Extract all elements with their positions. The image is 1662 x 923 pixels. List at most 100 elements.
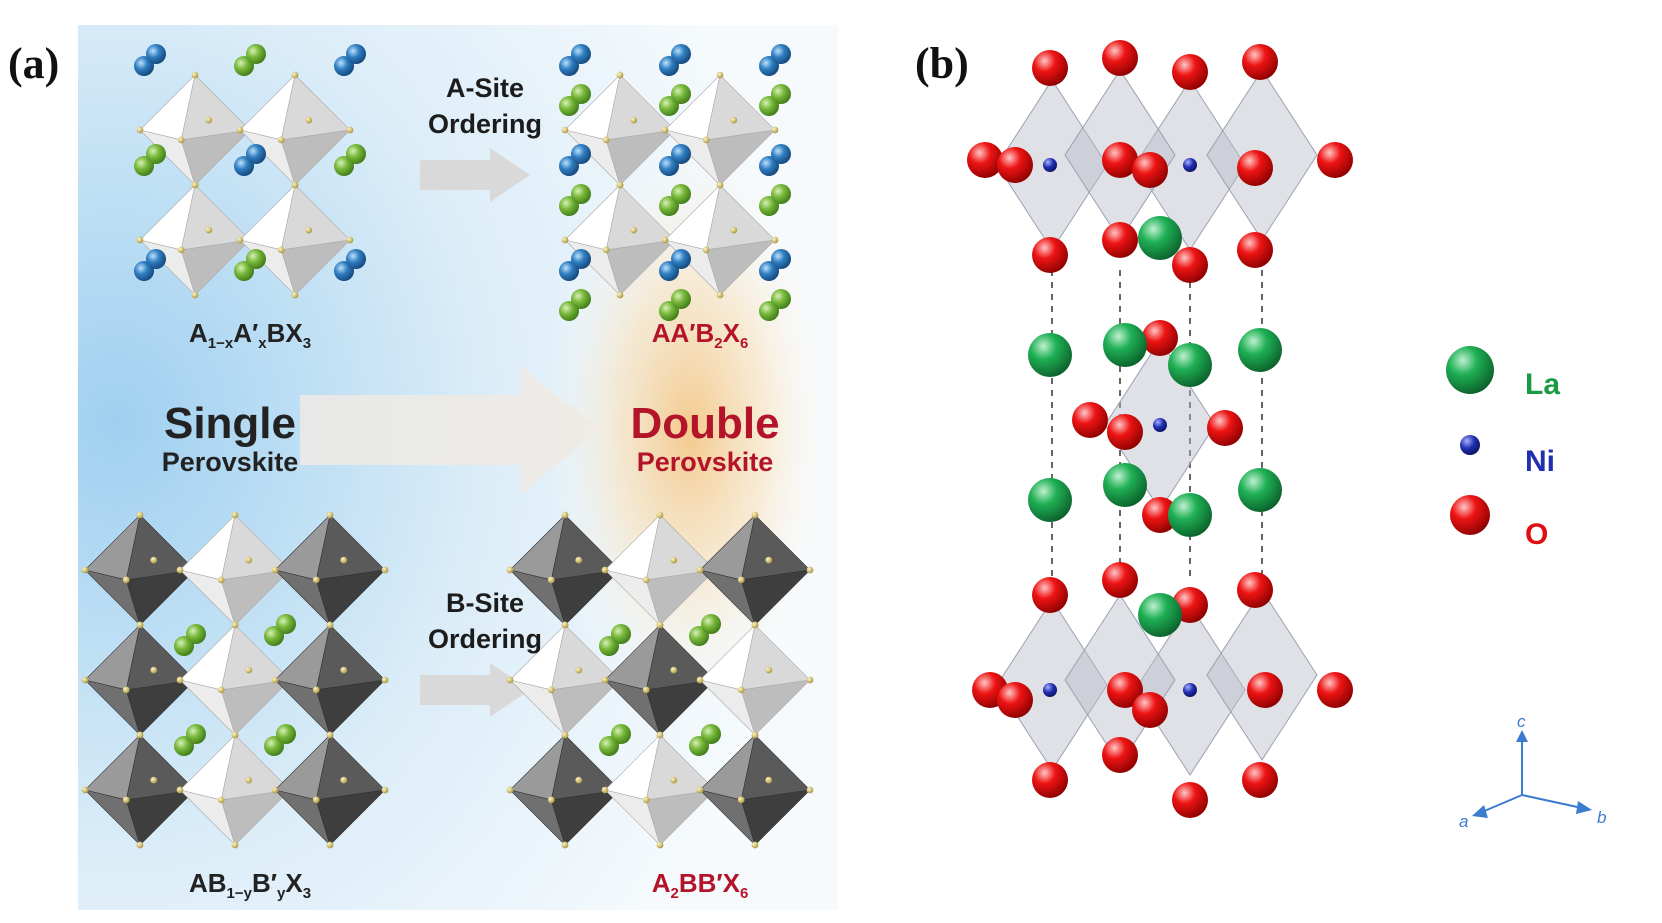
lanthanum-atom-icon [1168, 493, 1212, 537]
anion-icon [205, 226, 213, 234]
oxygen-atom-icon [1102, 222, 1138, 258]
anion-icon [751, 841, 759, 849]
anion-icon [561, 621, 569, 629]
f1-p5: 3 [302, 335, 312, 352]
oxygen-atom-icon [1132, 692, 1168, 728]
nickel-atom-icon [1183, 158, 1197, 172]
f4-p3: 6 [739, 885, 749, 902]
dark-octahedron-icon [271, 731, 389, 849]
anion-icon [661, 126, 669, 134]
anion-icon [616, 291, 624, 299]
lanthanum-atom-icon [1238, 468, 1282, 512]
a-cation-icon [276, 614, 296, 634]
lanthanum-atom-icon [1138, 216, 1182, 260]
anion-icon [601, 566, 609, 574]
oxygen-atom-icon [1032, 577, 1068, 613]
anion-icon [305, 226, 313, 234]
oxygen-atom-icon [1032, 237, 1068, 273]
oxygen-atom-icon [997, 147, 1033, 183]
dark-octahedron-icon [271, 511, 389, 629]
anion-icon [696, 566, 704, 574]
anion-icon [271, 676, 279, 684]
oxygen-atom-icon [1247, 672, 1283, 708]
a-prime-cation-icon [146, 144, 166, 164]
anion-icon [217, 576, 225, 584]
anion-icon [150, 776, 158, 784]
oxygen-atom-icon [1107, 414, 1143, 450]
a-cation-icon [571, 144, 591, 164]
f2-p2: X [722, 318, 740, 348]
light-octahedron-icon [601, 731, 719, 849]
oxygen-atom-icon [1102, 737, 1138, 773]
anion-icon [231, 841, 239, 849]
anion-icon [136, 621, 144, 629]
anion-icon [245, 556, 253, 564]
anion-icon [642, 796, 650, 804]
b-site-ordering-label: B-Site Ordering [415, 585, 555, 657]
axis-c-label: c [1517, 712, 1526, 731]
anion-icon [751, 621, 759, 629]
a-cation-icon [186, 624, 206, 644]
axis-a-label: a [1459, 812, 1469, 831]
axis-b-arrowhead [1576, 801, 1592, 814]
anion-icon [656, 841, 664, 849]
f3-p1: 1−y [226, 885, 252, 902]
a-cation-icon [571, 249, 591, 269]
single-title: Single [163, 399, 297, 448]
anion-icon [340, 776, 348, 784]
anion-icon [771, 236, 779, 244]
a-cation-icon [701, 724, 721, 744]
anion-icon [601, 676, 609, 684]
anion-icon [346, 126, 354, 134]
lanthanum-atom-icon [1103, 323, 1147, 367]
anion-icon [136, 841, 144, 849]
light-octahedron-icon [506, 621, 624, 739]
anion-icon [326, 841, 334, 849]
formula-a-site-ordered: AA′B2X6 [600, 318, 800, 352]
formula-b-site-ordered: A2BB′X6 [600, 868, 800, 902]
b-site-line2: Ordering [427, 624, 542, 654]
main-arrow-icon [300, 365, 600, 495]
anion-icon [751, 511, 759, 519]
anion-icon [771, 126, 779, 134]
anion-icon [656, 731, 664, 739]
dark-octahedron-icon [506, 511, 624, 629]
anion-icon [601, 786, 609, 794]
anion-icon [81, 676, 89, 684]
anion-icon [547, 576, 555, 584]
anion-icon [506, 566, 514, 574]
legend-la-label: La [1525, 368, 1561, 401]
legend-o-label: O [1525, 518, 1549, 551]
anion-icon [737, 576, 745, 584]
dark-octahedron-icon [81, 731, 199, 849]
axis-b-label: b [1597, 808, 1607, 827]
anion-icon [312, 576, 320, 584]
nickel-atom-icon [1043, 683, 1057, 697]
anion-icon [205, 116, 213, 124]
anion-icon [616, 181, 624, 189]
a-prime-cation-icon [571, 289, 591, 309]
dark-octahedron-icon [601, 621, 719, 739]
legend-la-icon [1446, 346, 1494, 394]
a-prime-cation-icon [671, 184, 691, 204]
anion-icon [340, 556, 348, 564]
anion-icon [506, 786, 514, 794]
anion-icon [561, 511, 569, 519]
light-octahedron-icon [661, 71, 779, 189]
double-perovskite-label: Double Perovskite [605, 402, 805, 478]
lanthanum-atom-icon [1238, 328, 1282, 372]
anion-icon [575, 776, 583, 784]
anion-icon [122, 796, 130, 804]
light-octahedron-icon [236, 71, 354, 189]
light-octahedron-icon [176, 731, 294, 849]
anion-icon [231, 511, 239, 519]
anion-icon [696, 786, 704, 794]
anion-icon [806, 786, 814, 794]
a-cation-icon [671, 44, 691, 64]
a-cation-icon [611, 624, 631, 644]
lanthanum-atom-icon [1138, 593, 1182, 637]
anion-icon [656, 511, 664, 519]
legend-ni-label: Ni [1525, 445, 1555, 478]
anion-icon [730, 226, 738, 234]
anion-icon [765, 776, 773, 784]
